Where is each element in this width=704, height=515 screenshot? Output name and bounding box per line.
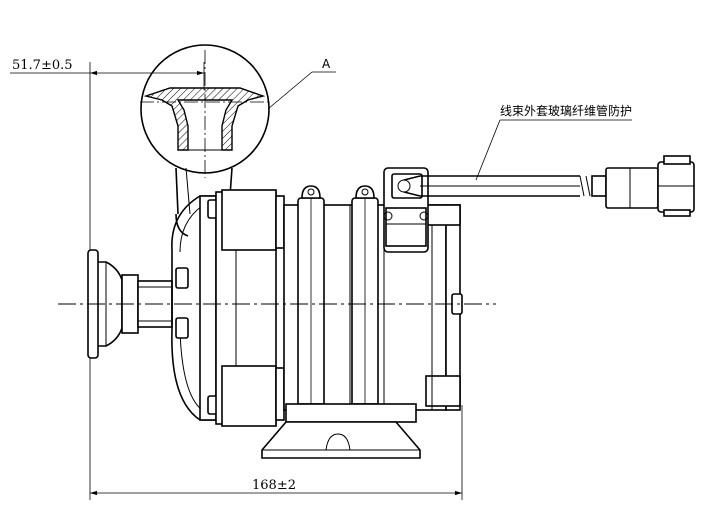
harness-note-text: 线束外套玻璃纤维管防护 <box>500 103 632 118</box>
electrical-connector <box>605 155 695 217</box>
length-dimension-label: 168±2 <box>252 478 296 493</box>
detail-label-a: A <box>322 57 331 71</box>
wire-harness <box>403 175 607 197</box>
offset-dimension-label: 51.7±0.5 <box>12 58 73 73</box>
base-bracket <box>261 403 421 459</box>
harness-note: 线束外套玻璃纤维管防护 <box>475 103 632 181</box>
dimension-bottom: 168±2 <box>90 405 463 500</box>
dimension-top: 51.7±0.5 <box>10 58 205 500</box>
motor-body <box>283 185 463 421</box>
mounting-flange <box>215 189 285 427</box>
cable-gland <box>383 167 429 253</box>
detail-view-a: A <box>140 44 336 178</box>
